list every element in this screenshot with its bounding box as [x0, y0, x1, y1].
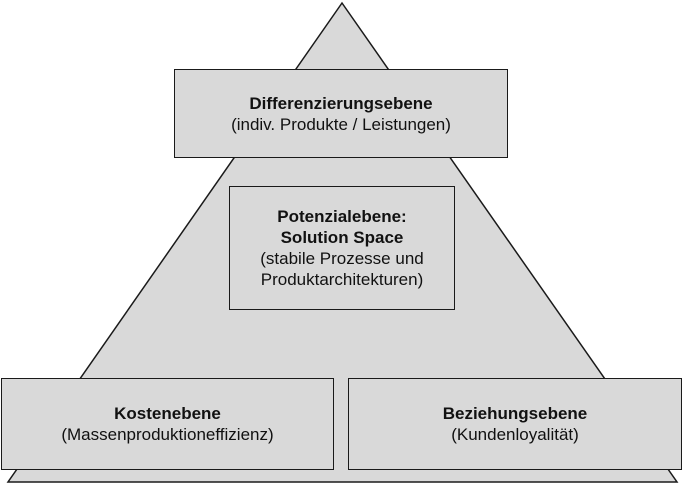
relationship-level-box: Beziehungsebene (Kundenloyalität): [348, 378, 682, 470]
differentiation-level-box: Differenzierungsebene (indiv. Produkte /…: [174, 69, 508, 158]
potential-level-title-line1: Potenzialebene:: [277, 207, 407, 226]
differentiation-level-title: Differenzierungsebene: [249, 93, 433, 113]
cost-level-box: Kostenebene (Massenproduktioneffizienz): [1, 378, 334, 470]
potential-level-box: Potenzialebene: Solution Space (stabile …: [229, 186, 455, 310]
potential-level-title-line2: Solution Space: [280, 228, 404, 247]
potential-level-subtitle-line2: Produktarchitekturen): [260, 270, 424, 289]
cost-level-subtitle: (Massenproduktioneffizienz): [61, 425, 274, 444]
potential-level-subtitle-line1: (stabile Prozesse und: [260, 249, 424, 268]
relationship-level-subtitle: (Kundenloyalität): [451, 425, 579, 444]
differentiation-level-subtitle: (indiv. Produkte / Leistungen): [231, 114, 451, 134]
cost-level-title: Kostenebene: [114, 404, 221, 423]
relationship-level-title: Beziehungsebene: [442, 404, 588, 423]
